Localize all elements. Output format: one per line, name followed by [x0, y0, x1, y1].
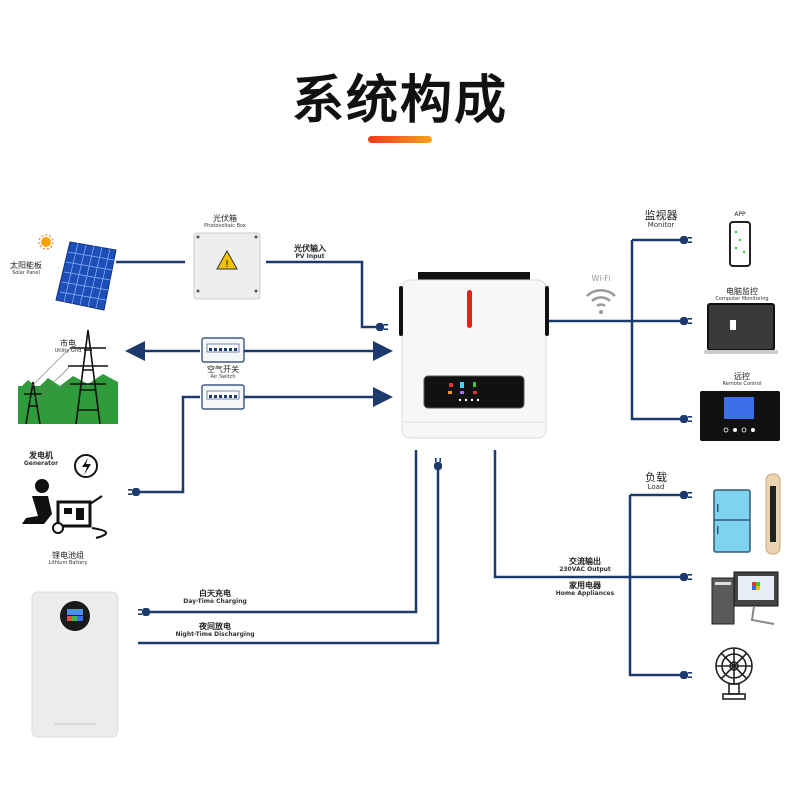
- air-switch-icon: [201, 384, 245, 410]
- wire-ac-output: [493, 450, 680, 579]
- wire-day-charging: [150, 450, 418, 614]
- generator-icon: [22, 454, 107, 539]
- desktop-computer-icon: [711, 571, 779, 625]
- label-wifi: Wi-Fi: [591, 274, 611, 283]
- label-pv-input: 光伏输入 PV Input: [294, 244, 326, 260]
- label-utility-grid: 市电 Utility Grid: [54, 339, 82, 354]
- title-underline: [368, 136, 432, 143]
- lithium-battery-icon: [31, 591, 119, 738]
- wire-pv-input: [266, 260, 376, 329]
- label-remote-control: 远控 Remote Control: [722, 372, 762, 387]
- wire-night-discharging: [138, 470, 440, 645]
- label-home-appliances: 家用电器 Home Appliances: [555, 581, 615, 597]
- fridge-icon: [713, 489, 751, 553]
- label-ac-output: 交流输出 230VAC Output: [559, 557, 611, 573]
- wire-generator: [140, 395, 200, 494]
- air-switch-icon: [201, 337, 245, 363]
- wifi-icon: [586, 289, 616, 314]
- label-monitor: 监视器 Monitor: [644, 209, 678, 230]
- label-lithium-battery: 锂电池组 Lithium Battery: [48, 551, 88, 566]
- label-night-discharging: 夜间放电 Night-Time Discharging: [175, 622, 255, 638]
- page-title: 系统构成: [291, 71, 508, 131]
- air-conditioner-icon: [765, 473, 781, 555]
- label-generator: 发电机 Generator: [23, 451, 59, 467]
- pv-box-icon: !: [193, 232, 261, 300]
- solar-panel-icon: [38, 234, 117, 311]
- wire-load-bus: [628, 495, 680, 677]
- phone-app-icon: [729, 221, 751, 267]
- wire-monitor-bus: [630, 240, 680, 421]
- svg-text:!: !: [225, 259, 229, 270]
- label-computer-monitoring: 电脑监控 Computer Monitoring: [715, 287, 769, 302]
- label-app: APP: [734, 211, 746, 218]
- label-day-charging: 白天充电 Day-Time Charging: [183, 589, 247, 605]
- label-air-switch: 空气开关 Air Switch: [207, 365, 239, 380]
- laptop-icon: [704, 303, 778, 354]
- remote-control-icon: [700, 391, 780, 441]
- inverter-icon: [399, 272, 549, 439]
- fan-icon: [715, 647, 753, 700]
- label-pv-box: 光伏箱 Photovoltaic Box: [204, 214, 246, 229]
- label-load: 负载 Load: [645, 471, 667, 492]
- label-solar-panel: 太阳能板 Solar Panel: [10, 261, 42, 276]
- utility-grid-icon: [18, 329, 118, 425]
